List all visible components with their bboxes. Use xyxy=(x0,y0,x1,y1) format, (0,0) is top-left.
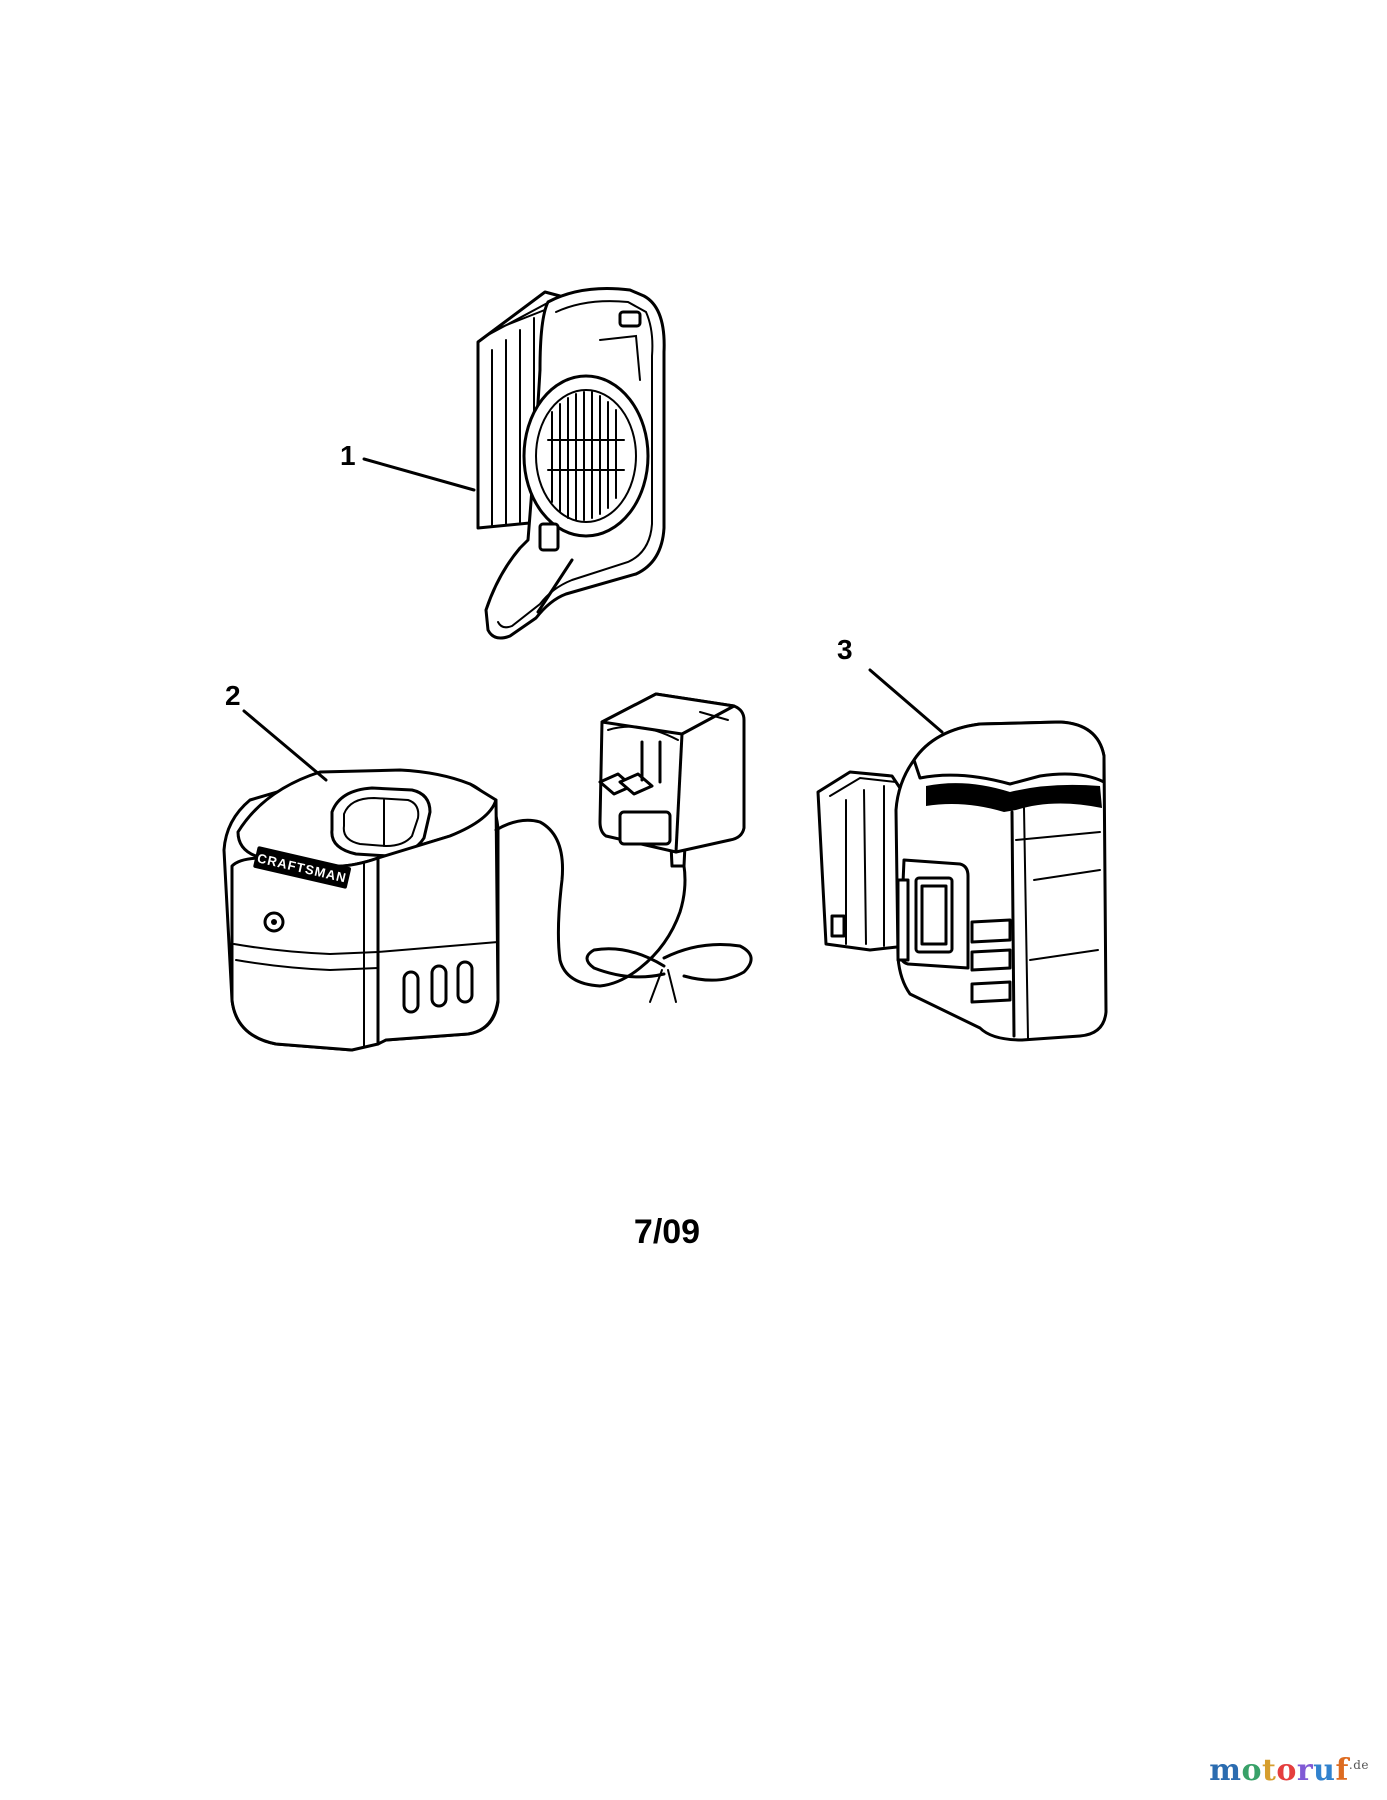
watermark-letter: u xyxy=(1313,1753,1336,1788)
part-1-holder xyxy=(476,287,666,640)
watermark-letter: f xyxy=(1335,1753,1349,1788)
watermark-letter: o xyxy=(1276,1753,1297,1788)
callout-3: 3 xyxy=(837,634,853,665)
watermark-text: motoruf xyxy=(1209,1753,1349,1788)
watermark-suffix: .de xyxy=(1348,1758,1369,1772)
watermark-logo: motoruf.de xyxy=(1209,1753,1369,1788)
watermark-letter: m xyxy=(1209,1753,1242,1788)
callout-1: 1 xyxy=(340,440,356,471)
wall-adapter xyxy=(598,692,746,854)
power-cord xyxy=(494,818,753,1003)
charger-brand-plate xyxy=(253,846,352,889)
watermark-letter: r xyxy=(1296,1753,1314,1788)
part-3-battery xyxy=(816,720,1108,1042)
watermark-letter: o xyxy=(1241,1753,1262,1788)
watermark-letter: t xyxy=(1261,1753,1277,1788)
page-code: 7/09 xyxy=(634,1213,700,1251)
callout-leaders xyxy=(242,457,944,782)
callout-2: 2 xyxy=(225,680,241,711)
part-2-charger: CRAFTSMAN xyxy=(222,768,500,1052)
